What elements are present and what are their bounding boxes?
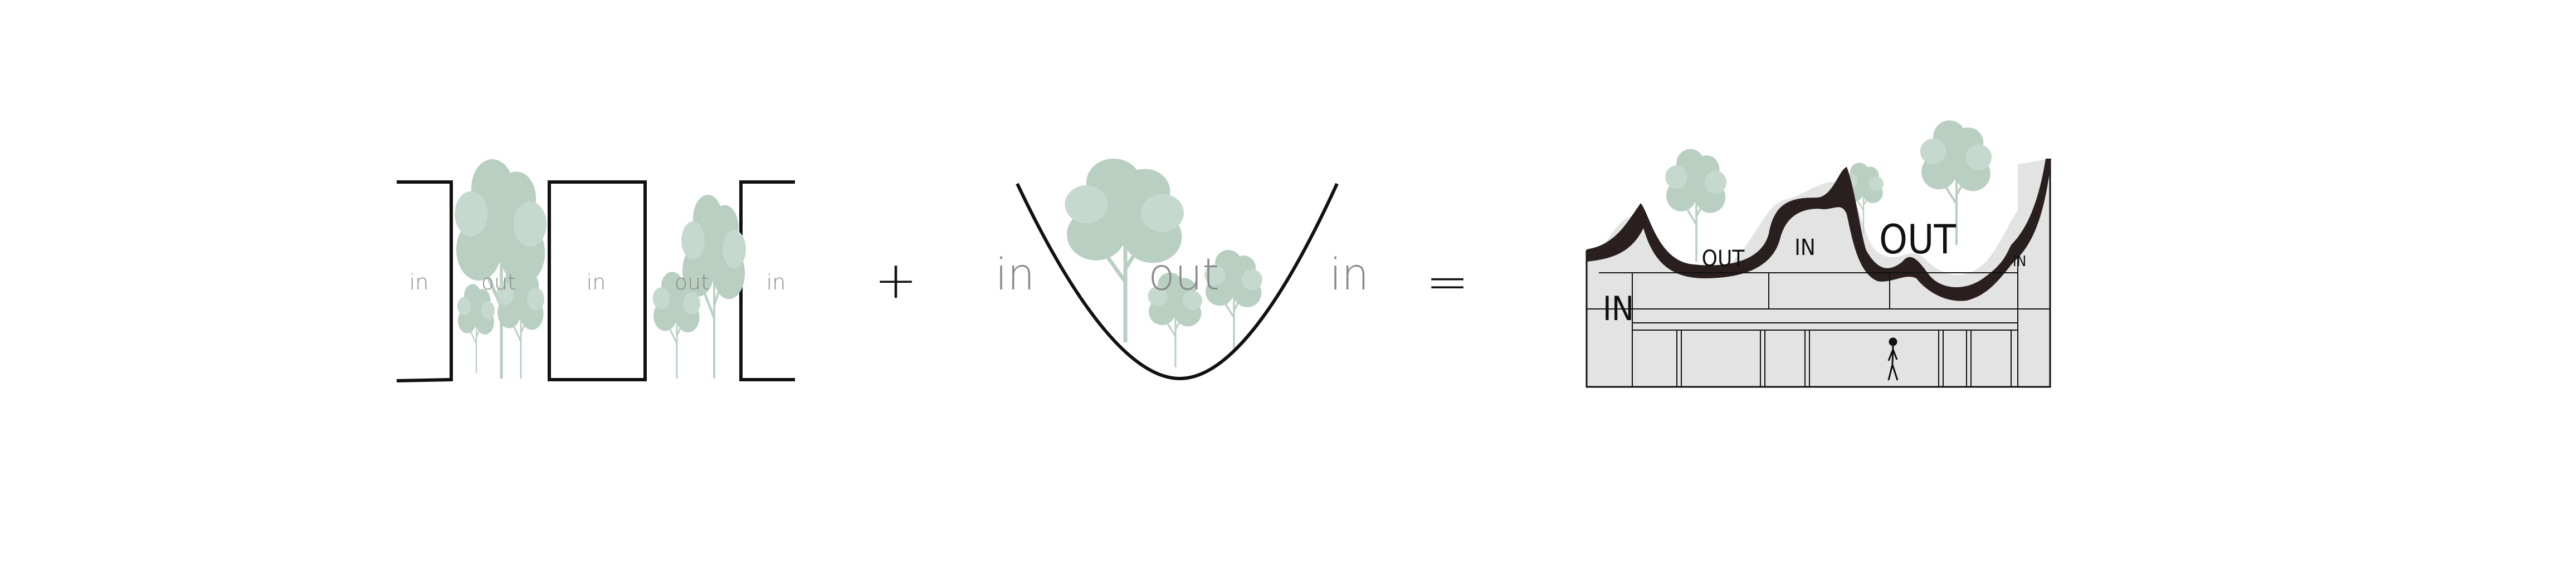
tree-icon <box>1664 148 1728 263</box>
plus-operator: + <box>874 250 917 310</box>
label-in: IN <box>1603 289 1634 328</box>
box-middle <box>548 180 647 381</box>
bracket-left <box>396 180 453 382</box>
label-out: out <box>675 270 709 294</box>
columns <box>1632 256 2018 387</box>
wavy-roof <box>1587 159 2051 301</box>
person-icon <box>1887 337 1899 381</box>
label-in: in <box>1329 250 1369 300</box>
label-in: in <box>995 250 1035 300</box>
label-in: IN <box>1794 235 1816 261</box>
panel-in-out-boxes: in out in out in <box>396 159 795 382</box>
label-in: in <box>409 270 429 294</box>
label-out: OUT <box>1879 216 1956 263</box>
section-outline <box>1585 159 2051 388</box>
panel-building-section: IN OUT IN OUT IN <box>1585 120 2051 388</box>
equals-operator: = <box>1426 252 1468 312</box>
label-out: out <box>1148 250 1219 300</box>
tree-group-1 <box>455 159 547 379</box>
panel-parabola: in out in <box>995 159 1369 381</box>
tree-icon <box>455 159 547 379</box>
parabola-curve <box>1016 183 1339 381</box>
label-out: OUT <box>1702 246 1745 272</box>
label-in: IN <box>2013 253 2026 270</box>
label-in: in <box>767 270 786 294</box>
tree-icon <box>456 283 496 374</box>
label-out: out <box>481 270 516 294</box>
label-in: in <box>587 270 606 294</box>
